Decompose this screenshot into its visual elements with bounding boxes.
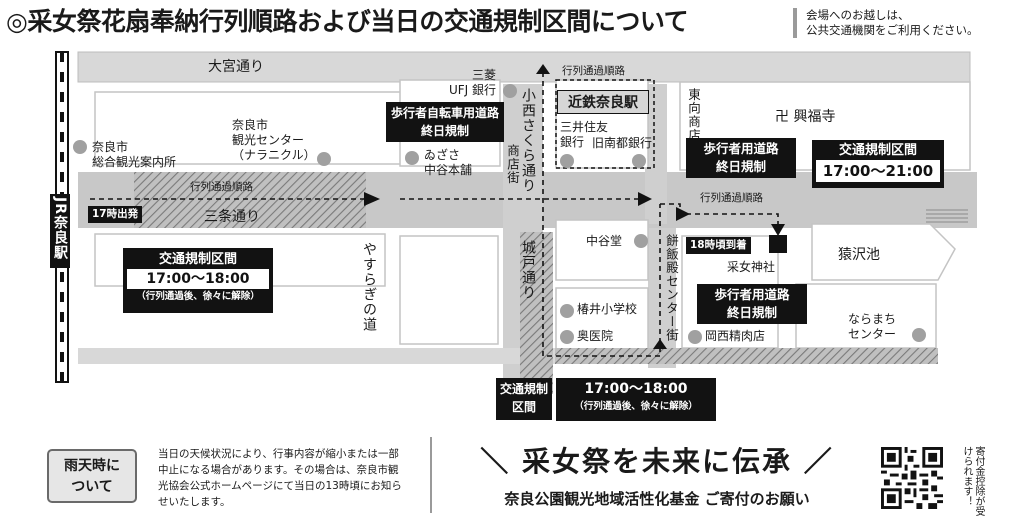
kintetsu-station-outline — [555, 79, 655, 169]
stairs-icon — [926, 209, 968, 223]
route-arrow-down — [771, 224, 785, 236]
uneme-shrine-marker — [769, 235, 787, 253]
donation-note: 寄付金控除が受けられます！ — [961, 446, 984, 516]
rainy-day-text: 当日の天候状況により、行事内容が縮小または一部中止になる場合があります。その場合… — [158, 448, 402, 508]
oku-label: 奥医院 — [577, 329, 614, 343]
jodo-hatched-zone — [520, 232, 553, 394]
route-arrow-east-2 — [676, 207, 690, 221]
naranikuru-marker — [317, 152, 331, 166]
notice-line-1: 会場へのお越しは、 — [806, 8, 910, 22]
route-arrow-sanjo — [364, 192, 380, 206]
east-regulation-zone: 交通規制区間 17:00〜21:00 — [812, 140, 944, 188]
nakatanido-label: 中谷堂 — [586, 234, 623, 248]
depart-tag: 17時出発 — [88, 206, 143, 223]
naramachi-label: ならまちセンター — [848, 312, 897, 341]
sarusawa-label: 猿沢池 — [838, 247, 880, 263]
page-title: ◎采女祭花扇奉納行列順路および当日の交通規制区間について — [6, 7, 689, 36]
procession-route-label-1: 行列通過順路 — [190, 181, 253, 193]
nakatanido-marker — [634, 234, 648, 248]
south-hatched-zone — [555, 348, 938, 364]
mochiidono-street-label: 餅飯殿センター街 — [664, 234, 679, 342]
okanishi-marker — [688, 330, 702, 344]
east-zone-title: 交通規制区間 — [838, 143, 917, 158]
procession-route-label-2: 行列通過順路 — [562, 65, 625, 77]
procession-route-label-3: 行列通過順路 — [700, 192, 763, 204]
rainy-day-label: 雨天時について — [47, 449, 137, 503]
sanjo-street-label: 三条通り — [204, 209, 260, 225]
nara-info-label: 奈良市総合観光案内所 — [92, 140, 177, 169]
yasuragi-street-label: やすらぎの道 — [361, 242, 377, 332]
jr-nara-station: JR奈良駅 — [50, 194, 70, 268]
sanjo-regulation-zone: 交通規制区間 17:00〜18:00 （行列通過後、徐々に解除） — [123, 248, 273, 313]
slogan: ＼ 采女祭を未来に伝承 ／ — [480, 445, 834, 478]
mizasa-marker — [405, 151, 419, 165]
south-regulation-time: 17:00〜18:00 （行列通過後、徐々に解除） — [556, 378, 716, 421]
mitsui-label: 三井住友銀行 — [560, 120, 609, 149]
sanjo-zone-note: （行列通過後、徐々に解除） — [136, 291, 260, 302]
uneme-shrine-label: 采女神社 — [727, 260, 776, 274]
transport-notice: 会場へのお越しは、 公共交通機関をご利用ください。 — [793, 8, 979, 38]
oku-marker — [560, 330, 574, 344]
ped-regulation-2: 歩行者用道路終日規制 — [697, 284, 807, 324]
route-arrow-east-1 — [638, 192, 652, 206]
tsubai-marker — [560, 304, 574, 318]
tsubai-label: 椿井小学校 — [577, 302, 638, 316]
sanjo-zone-time: 17:00〜18:00 — [127, 269, 269, 289]
ped-bike-regulation: 歩行者自転車用道路終日規制 — [386, 102, 504, 142]
map-graphics — [55, 51, 977, 394]
route-map: 大宮通り 三条通り 小西さくら通り 東向商店街 城戸通り やすらぎの道 餅飯殿セ… — [0, 44, 1024, 430]
mitsui-marker — [560, 154, 574, 168]
mizasa-label: ゐざさ中谷本舗 — [424, 148, 473, 177]
omiya-road — [77, 51, 971, 83]
arrive-tag: 18時頃到着 — [686, 237, 751, 254]
kintetsu-nara-station: 近鉄奈良駅 — [557, 90, 649, 114]
south-zone-note: （行列通過後、徐々に解除） — [574, 401, 698, 412]
east-zone-time: 17:00〜21:00 — [816, 160, 940, 182]
qr-code-icon[interactable] — [881, 447, 943, 509]
city-blocks — [94, 79, 971, 351]
nanto-marker — [632, 154, 646, 168]
footer-divider — [430, 437, 432, 513]
nanto-label: 旧南都銀行 — [592, 136, 653, 150]
sanjo-zone-title: 交通規制区間 — [158, 252, 237, 267]
route-arrow-north — [536, 64, 550, 74]
kofukuji-label: 卍 興福寺 — [775, 109, 836, 125]
ped-regulation-1: 歩行者用道路終日規制 — [686, 138, 796, 178]
naramachi-marker — [912, 328, 926, 342]
nara-info-marker — [73, 140, 87, 154]
mufg-marker — [503, 84, 517, 98]
konishi-street-label: 小西さくら通り — [520, 88, 536, 193]
okanishi-label: 岡西精肉店 — [705, 329, 766, 343]
route-arrow-south-up — [653, 339, 667, 349]
fund-appeal: 奈良公園観光地域活性化基金 ご寄付のお願い — [504, 490, 810, 508]
south-zone-time: 17:00〜18:00 — [584, 381, 688, 397]
omiya-street-label: 大宮通り — [208, 59, 264, 75]
higashimuki-road — [645, 84, 667, 224]
sanjo-hatched-zone — [134, 172, 366, 228]
notice-line-2: 公共交通機関をご利用ください。 — [806, 23, 979, 37]
jodo-street-label: 城戸通り — [520, 240, 536, 300]
naranikuru-label: 奈良市観光センター（ナラニクル） — [232, 118, 316, 162]
shoten-label: 商店街 — [505, 144, 520, 185]
south-regulation-title: 交通規制区間 — [496, 378, 552, 420]
